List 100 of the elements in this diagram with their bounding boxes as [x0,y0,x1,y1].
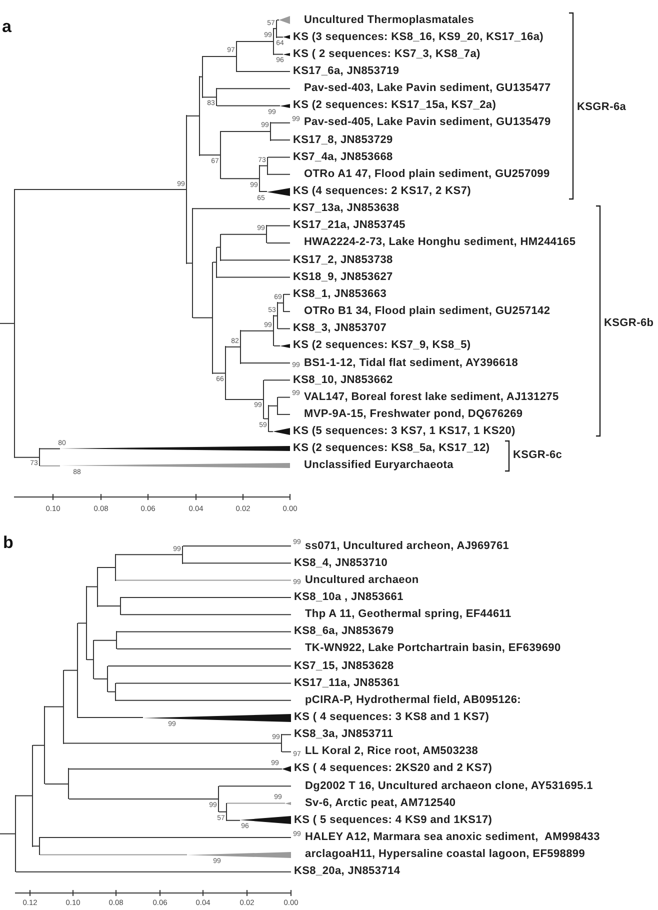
taxon-label: KS17_6a, JN853719 [293,64,400,78]
taxon-label: Unclassified Euryarchaeota [304,459,454,472]
branch-line [284,311,290,312]
junction-line [236,40,237,72]
taxon-label: KS17_2, JN853738 [293,254,393,267]
taxon-label: KS ( 2 sequences: KS7_3, KS8_7a) [293,48,480,61]
junction-line [281,734,282,752]
branch-line [120,614,292,616]
junction-line [212,262,213,374]
taxon-label: KS8_10a , JN853661 [294,590,404,604]
taxon-label: Pav-sed-403, Lake Pavin sediment, GU135477 [304,82,551,96]
branch-line [78,717,144,718]
junction-line [218,786,219,812]
junction-line [44,706,45,784]
branch-line [282,734,292,736]
branch-line [94,640,116,641]
branch-line [0,833,16,834]
branch-line [278,414,290,415]
taxon-label: KS (4 sequences: 2 KS17, 2 KS7) [293,185,471,198]
branch-line [240,362,290,364]
branch-line [86,659,94,660]
branch-line [108,666,292,667]
branch-line [260,165,268,166]
taxon-label: KS7_4a, JN853668 [293,150,393,164]
branch-line [220,234,266,235]
branch-line [240,330,274,332]
branch-line [40,854,188,856]
branch-line [212,372,226,374]
taxon-label: Pav-sed-405, Lake Pavin sediment, GU135479 [304,116,551,130]
branch-line [274,345,280,346]
branch-line [270,122,290,124]
taxon-label: LL Koral 2, Rice root, AM503238 [305,745,478,758]
junction-line [277,302,278,330]
branch-line [64,670,78,671]
branch-line [220,178,260,180]
branch-line [68,798,218,800]
branch-line [98,566,116,568]
branch-line [220,130,270,132]
branch-line [202,96,216,98]
branch-line [40,448,60,450]
branch-line [40,837,292,838]
taxon-label: OTRo B1 34, Flood plain sediment, GU257142 [304,305,550,318]
branch-line [192,208,290,210]
branch-line [0,322,14,324]
taxon-label: KS7_15, JN853628 [294,660,394,673]
branch-line [276,36,284,38]
branch-line [186,262,192,264]
branch-line [182,562,292,564]
taxon-label: KS ( 4 sequences: 2KS20 and 2 KS7) [294,762,492,776]
branch-line [274,315,278,316]
branch-line [68,768,282,770]
branch-line [116,580,292,581]
clade-label: KSGR-6c [513,448,562,462]
taxon-label: KS (2 sequences: KS17_15a, KS7_2a) [293,99,496,112]
branch-line [274,54,284,55]
junction-line [273,28,274,55]
taxon-label: KS ( 5 sequences: 4 KS9 and 1KS17) [294,814,492,827]
branch-line [216,88,290,90]
junction-line [77,622,78,718]
junction-line [186,115,187,264]
junction-line [266,225,267,244]
clade-label: KSGR-6b [604,316,654,330]
junction-line [68,768,69,800]
branch-line [226,398,264,400]
branch-line [98,606,120,607]
taxon-label: BS1-1-12, Tidal flat sediment, AY396618 [304,356,518,370]
clade-label: KSGR-6a [577,100,626,114]
taxon-label: HWA2224-2-73, Lake Honghu sediment, HM244165 [304,236,576,250]
branch-line [116,631,292,632]
branch-line [212,262,216,263]
branch-line [226,802,286,804]
junction-line [120,596,121,616]
panel-label: a [2,18,12,36]
junction-line [225,346,226,400]
junction-line [270,122,271,141]
junction-line [15,795,16,872]
taxon-label: KS8_10, JN853662 [293,374,393,387]
branch-line [284,294,290,295]
junction-line [115,682,116,701]
junction-line [39,837,40,856]
taxon-label: KS8_3, JN853707 [293,322,387,336]
branch-line [116,700,292,701]
branch-line [14,189,186,190]
junction-line [93,640,94,680]
taxon-label: KS (2 sequences: KS8_5a, KS17_12) [293,442,490,456]
branch-line [16,795,32,796]
branch-line [282,751,292,752]
junction-line [220,130,221,180]
branch-line [216,276,290,278]
taxon-label: KS17_8, JN853729 [293,134,393,147]
branch-line [200,154,220,156]
junction-line [199,76,200,156]
junction-line [240,330,241,364]
branch-line [200,76,202,78]
branch-line [236,70,290,72]
junction-line [226,802,227,821]
junction-line [268,405,269,432]
taxon-label: ss071, Uncultured archeon, AJ969761 [305,540,510,552]
branch-line [236,40,274,42]
taxon-label: KS ( 4 sequences: 3 KS8 and 1 KS7) [294,711,490,724]
